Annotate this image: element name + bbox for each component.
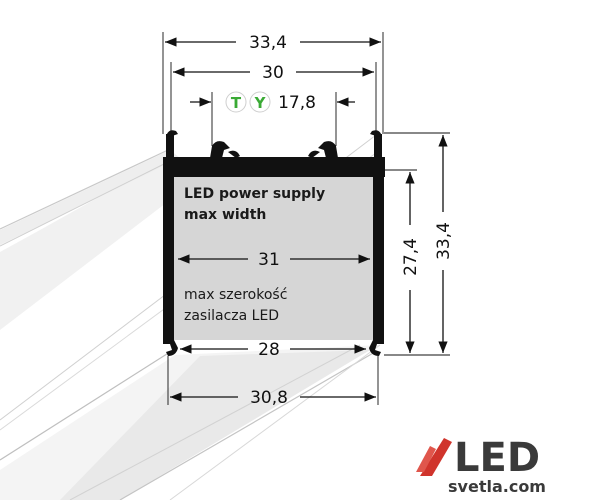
dimension-bottom-inner: 28	[258, 340, 280, 360]
label-en-line1: LED power supply	[184, 186, 325, 202]
dimension-inner-width: 30	[262, 63, 284, 83]
extension-lines	[162, 32, 450, 405]
dimension-outer-height: 33,4	[434, 222, 454, 260]
mount-letter-y: Y	[254, 94, 267, 112]
dimension-lines	[165, 37, 448, 402]
dimension-psu-width: 31	[258, 250, 280, 270]
brand-logo: LED svetla.com	[416, 435, 546, 496]
dimension-bottom-outer: 30,8	[250, 388, 288, 408]
dimension-mount-width: 17,8	[278, 93, 316, 113]
profile-section	[163, 130, 385, 356]
logo-brand-text: LED	[454, 435, 540, 481]
label-en-line2: max width	[184, 207, 266, 223]
mount-letter-t: T	[231, 94, 242, 112]
logo-domain-text: svetla.com	[448, 477, 546, 496]
mount-markers: T Y	[225, 91, 271, 113]
dimension-top-width: 33,4	[249, 33, 287, 53]
label-pl-line2: zasilacza LED	[184, 308, 279, 324]
logo-mark-icon	[420, 438, 452, 476]
dimension-inner-height: 27,4	[401, 238, 421, 276]
label-pl-line1: max szerokość	[184, 287, 287, 303]
